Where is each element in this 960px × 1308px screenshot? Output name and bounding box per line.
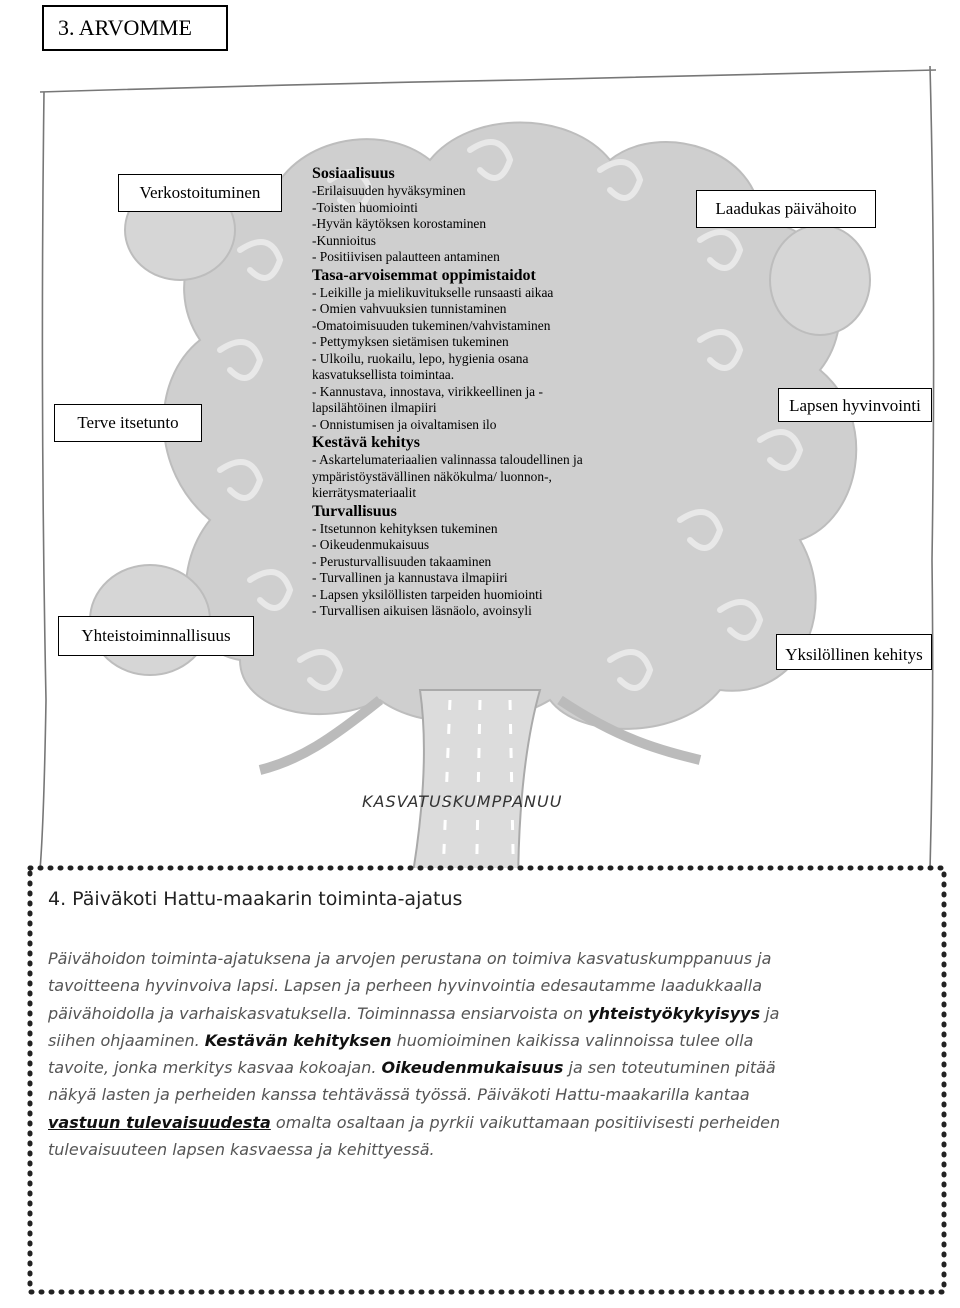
list-item: ympäristöystävällinen näkökulma/ luonnon… [312, 468, 552, 484]
list-item: - Lapsen yksilöllisten tarpeiden huomioi… [312, 586, 543, 602]
list-item: kasvatuksellista toimintaa. [312, 367, 455, 382]
paragraph-line: tavoitteena hyvinvoiva lapsi. Lapsen ja … [48, 976, 762, 996]
sketch-frame [39, 65, 937, 871]
text-run: ja sen toteutuminen pitää [563, 1058, 776, 1078]
list-item: - Positiivisen palautteen antaminen [312, 249, 500, 264]
values-list: Sosiaalisuus -Erilaisuuden hyväksyminen … [312, 164, 622, 620]
list-item: - Turvallisen aikuisen läsnäolo, avoinsy… [312, 603, 532, 618]
heading-tasa-arvoisemmat: Tasa-arvoisemmat oppimistaidot [312, 266, 536, 284]
list-item: - Leikille ja mielikuvitukselle runsaast… [312, 284, 554, 300]
text-run: tavoite, jonka merkitys kasvaa kokoajan. [48, 1058, 382, 1078]
list-item: -Erilaisuuden hyväksyminen [312, 183, 466, 198]
text-run: päivähoidolla ja varhaiskasvatuksella. T… [48, 1003, 589, 1023]
section4-title: 4. Päiväkoti Hattu-maakarin toiminta-aja… [48, 888, 463, 910]
list-item: kierrätysmateriaalit [312, 485, 417, 500]
list-item: - Turvallinen ja kannustava ilmapiiri [312, 570, 508, 585]
label-yhteistoiminnallisuus: Yhteistoiminnallisuus [58, 616, 254, 656]
label-laadukas-paivahoito: Laadukas päivähoito [696, 190, 876, 228]
list-item: - Oikeudenmukaisuus [312, 537, 430, 552]
list-item: - Ulkoilu, ruokailu, lepo, hygienia osan… [312, 350, 529, 366]
label-lapsen-hyvinvointi: Lapsen hyvinvointi [778, 388, 932, 422]
paragraph-line: siihen ohjaaminen. Kestävän kehityksen h… [48, 1027, 908, 1054]
text-run: ja [760, 1003, 780, 1023]
list-item: - Itsetunnon kehityksen tukeminen [312, 520, 498, 536]
list-item: - Omien vahvuuksien tunnistaminen [312, 301, 507, 316]
trunk-label: KASVATUSKUMPPANUU [362, 792, 563, 811]
list-item: -Toisten huomiointi [312, 199, 418, 215]
paragraph-line: vastuun tulevaisuudesta omalta osaltaan … [48, 1109, 908, 1136]
list-item: - Askartelumateriaalien valinnassa talou… [312, 452, 583, 467]
label-terve-itsetunto: Terve itsetunto [54, 404, 202, 442]
label-verkostoituminen: Verkostoituminen [118, 174, 282, 212]
list-item: -Hyvän käytöksen korostaminen [312, 216, 487, 231]
heading-kestava-kehitys: Kestävä kehitys [312, 434, 420, 451]
paragraph-line: tulevaisuuteen lapsen kasvaessa ja kehit… [48, 1140, 435, 1160]
text-run: siihen ohjaaminen. [48, 1030, 205, 1050]
list-item: - Onnistumisen ja oivaltamisen ilo [312, 416, 497, 432]
emphasis-yhteistyokykyisyys: yhteistyökykyisyys [588, 1003, 761, 1023]
text-run: omalta osaltaan ja pyrkii vaikuttamaan p… [270, 1112, 781, 1132]
heading-sosiaalisuus: Sosiaalisuus [312, 165, 395, 182]
list-item: -Kunnioitus [312, 232, 376, 248]
emphasis-vastuun-tulevaisuudesta: vastuun tulevaisuudesta [48, 1112, 271, 1132]
list-item: - Pettymyksen sietämisen tukeminen [312, 334, 509, 349]
paragraph-line: tavoite, jonka merkitys kasvaa kokoajan.… [48, 1054, 908, 1081]
section4-dotted-frame [27, 865, 947, 1295]
emphasis-kestavan-kehityksen: Kestävän kehityksen [204, 1030, 392, 1050]
paragraph-line: näkyä lasten ja perheiden kanssa tehtävä… [48, 1085, 750, 1105]
paragraph-line: päivähoidolla ja varhaiskasvatuksella. T… [48, 1000, 908, 1027]
list-item: - Perusturvallisuuden takaaminen [312, 553, 492, 569]
list-item: - Kannustava, innostava, virikkeellinen … [312, 383, 543, 399]
emphasis-oikeudenmukaisuus: Oikeudenmukaisuus [381, 1058, 564, 1078]
section4-body: Päivähoidon toiminta-ajatuksena ja arvoj… [48, 945, 908, 1163]
section3-title: 3. ARVOMME [42, 5, 228, 51]
list-item: lapsilähtöinen ilmapiiri [312, 400, 437, 415]
heading-turvallisuus: Turvallisuus [312, 502, 397, 520]
text-run: huomioiminen kaikissa valinnoissa tulee … [391, 1030, 754, 1050]
paragraph-line: Päivähoidon toiminta-ajatuksena ja arvoj… [48, 949, 772, 968]
list-item: -Omatoimisuuden tukeminen/vahvistaminen [312, 317, 551, 333]
label-yksilollinen-kehitys: Yksilöllinen kehitys [776, 634, 932, 670]
